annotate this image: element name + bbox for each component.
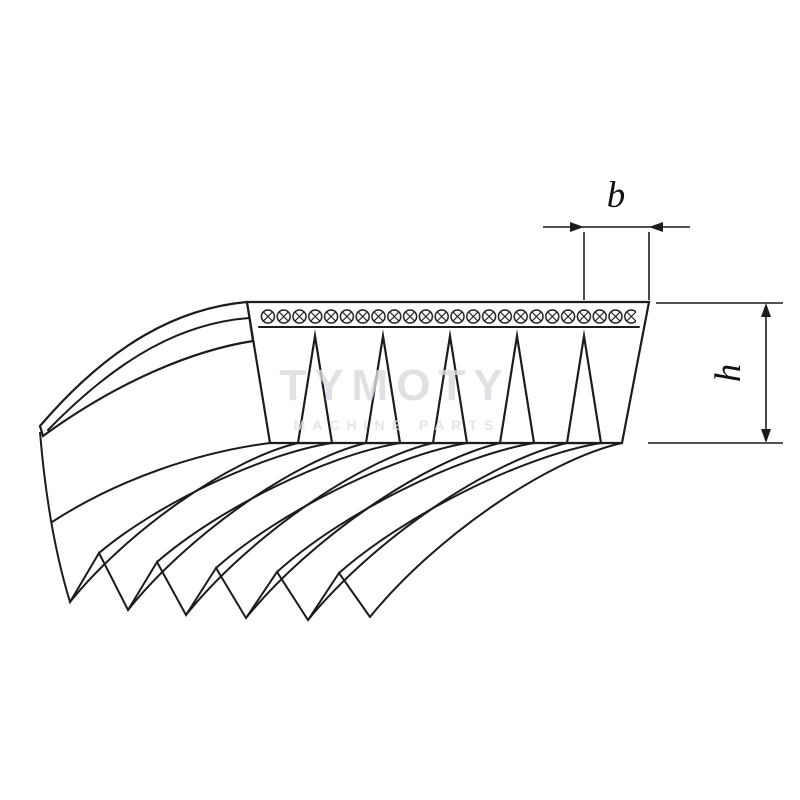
rib-underside-curve [369, 442, 623, 618]
dim-h-label: h [708, 364, 749, 383]
watermark-subtitle: MACHINE PARTS [294, 417, 501, 433]
groove-triangle [296, 328, 334, 445]
top-surface-wedge [38, 300, 255, 438]
groove-triangle [431, 328, 469, 445]
outer-rib-flank-curve [51, 442, 271, 523]
belt-top-surface [38, 300, 255, 438]
dim-b-label: b [607, 175, 626, 216]
belt-ribs-underside [51, 442, 623, 621]
groove-triangle [565, 328, 603, 445]
rib-teeth [39, 431, 371, 622]
top-surface-inner-line [47, 317, 250, 431]
rib-underside-curve [338, 442, 602, 574]
dim-h-arrow-bottom [761, 429, 771, 443]
dim-b-arrow-right [649, 222, 663, 232]
rib-underside-curve [185, 442, 434, 616]
cord-band [260, 305, 636, 326]
dimension-h: h [648, 302, 783, 444]
rib-underside-curve [307, 442, 568, 621]
rib-underside-curve [215, 442, 468, 569]
groove-triangle [364, 328, 402, 445]
dimension-b: b [543, 175, 690, 300]
watermark: TYMOTY MACHINE PARTS [279, 361, 510, 433]
dim-b-arrow-left [570, 222, 584, 232]
belt-front-face [245, 300, 651, 445]
rib-underside-curve [156, 442, 401, 563]
dim-h-arrow-top [761, 303, 771, 317]
rib-underside-curve [276, 442, 535, 573]
rib-underside-curve [127, 442, 367, 611]
teeth-zigzag [39, 431, 371, 622]
watermark-title: TYMOTY [279, 361, 510, 410]
rib-grooves [296, 328, 603, 445]
rib-underside-curve [98, 442, 333, 554]
rib-underside-curve [69, 442, 299, 603]
groove-triangle [498, 328, 536, 445]
rib-underside-curve [245, 442, 501, 619]
